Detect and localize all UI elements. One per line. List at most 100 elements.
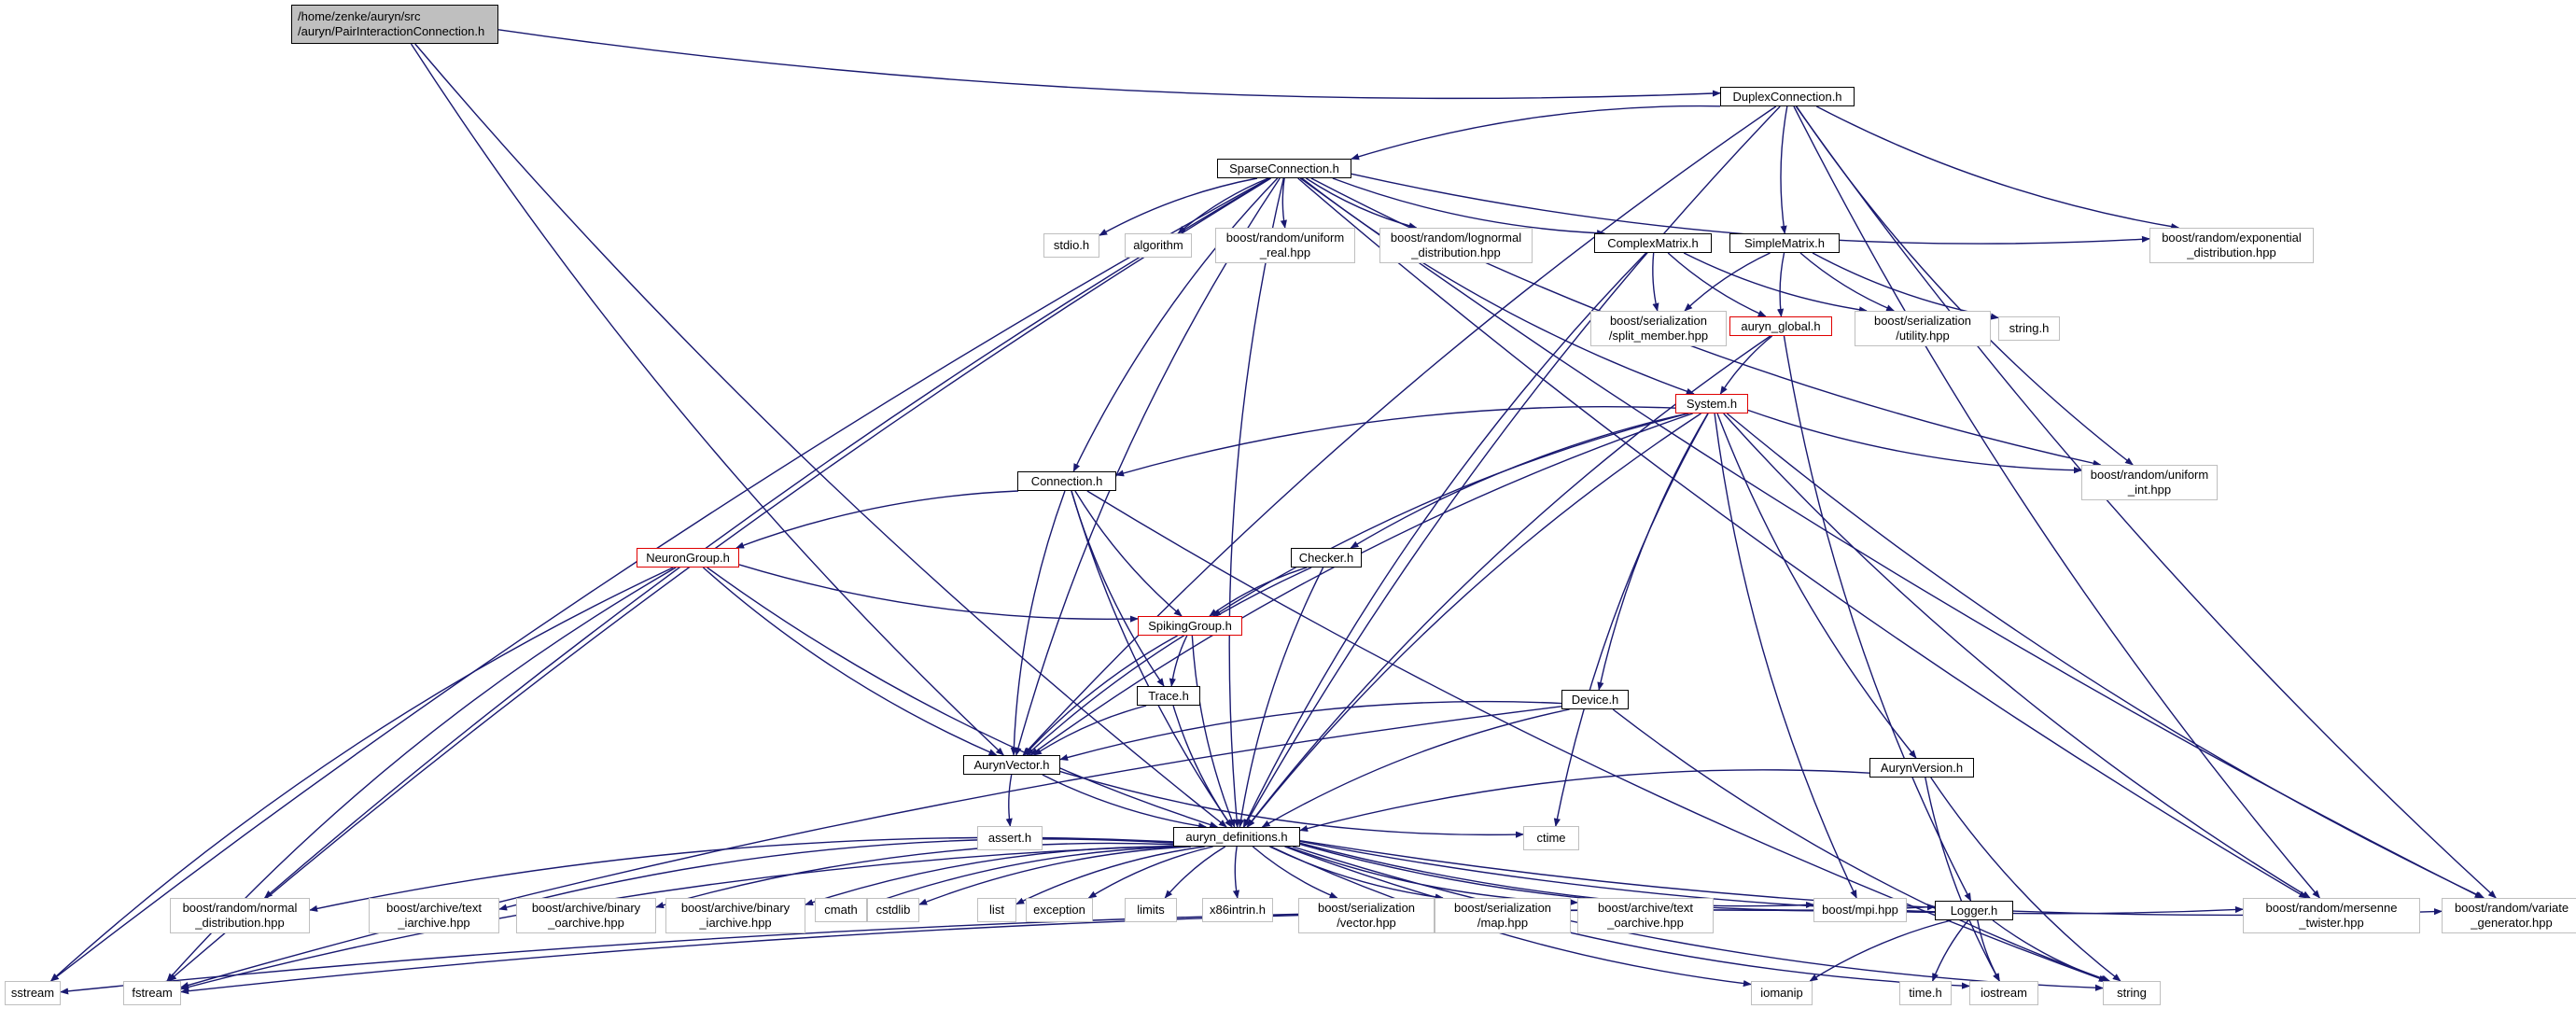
node-neurongroup[interactable]: NeuronGroup.h (637, 548, 739, 568)
edge-aurynvector-to-ctime (1059, 770, 1524, 838)
edge-sparse-to-system (1301, 177, 1695, 395)
edge-system-to-definitions (1246, 413, 1701, 828)
node-uniform-real: boost/random/uniform _real.hpp (1215, 228, 1355, 263)
node-checker[interactable]: Checker.h (1291, 548, 1362, 568)
node-iostream: iostream (1969, 981, 2038, 1005)
edge-spikinggroup-to-aurynvector (1023, 635, 1178, 756)
edge-definitions-to-text_iarchive (498, 838, 1174, 911)
edge-duplex-to-sparse (1351, 105, 1721, 161)
edge-duplex-to-variate (1795, 105, 2497, 899)
edge-definitions-to-iomanip (1270, 846, 1752, 988)
node-cstdlib: cstdlib (867, 898, 919, 922)
node-sstream: sstream (5, 981, 61, 1005)
edge-logger-to-iomanip (1809, 919, 1952, 982)
edge-sparse-to-normal (263, 177, 1271, 899)
node-root-pairinteractionconnection: /home/zenke/auryn/src /auryn/PairInterac… (291, 5, 498, 44)
edge-definitions-to-cmath (866, 846, 1184, 906)
edge-simplematrix-to-ser_utility (1799, 252, 1896, 312)
node-stdio: stdio.h (1043, 233, 1099, 258)
edge-root-to-definitions (414, 43, 1227, 828)
edge-checker-to-aurynvector (1026, 567, 1312, 756)
node-ctime: ctime (1523, 826, 1579, 850)
node-iomanip: iomanip (1751, 981, 1813, 1005)
edge-system-to-device (1597, 413, 1709, 691)
node-serialization-map: boost/serialization /map.hpp (1435, 898, 1571, 933)
edge-connection-to-spikinggroup (1074, 490, 1183, 617)
node-duplexconnection[interactable]: DuplexConnection.h (1720, 87, 1855, 106)
edge-system-to-aurynversion (1716, 413, 1917, 759)
edge-sparse-to-fstream (168, 177, 1271, 982)
edge-root-to-aurynvector (410, 43, 1004, 756)
node-lognormal: boost/random/lognormal _distribution.hpp (1379, 228, 1533, 263)
node-system[interactable]: System.h (1675, 394, 1748, 413)
edge-definitions-to-binary_oarchive (655, 842, 1174, 909)
node-complexmatrix[interactable]: ComplexMatrix.h (1594, 233, 1712, 253)
edge-neurongroup-to-spikinggroup (738, 564, 1139, 623)
edge-sparse-to-definitions (1228, 177, 1284, 828)
edge-definitions-to-limits (1164, 846, 1226, 899)
node-fstream: fstream (123, 981, 181, 1005)
node-connection[interactable]: Connection.h (1017, 471, 1116, 491)
edge-connection-to-string (1086, 490, 2107, 982)
edge-simplematrix-to-auryn_global (1776, 252, 1785, 317)
edge-device-to-string (1612, 708, 2111, 982)
node-trace[interactable]: Trace.h (1137, 686, 1200, 706)
edge-neurongroup-to-aurynvector (702, 567, 998, 756)
node-spikinggroup[interactable]: SpikingGroup.h (1138, 616, 1242, 636)
edge-trace-to-aurynvector (1033, 705, 1147, 756)
edge-system-to-spikinggroup (1211, 413, 1689, 617)
node-time-h: time.h (1899, 981, 1952, 1005)
node-variate-generator: boost/random/variate _generator.hpp (2442, 898, 2576, 933)
node-split-member: boost/serialization /split_member.hpp (1590, 311, 1727, 346)
node-auryn-definitions[interactable]: auryn_definitions.h (1173, 827, 1300, 847)
edge-device-to-fstream (180, 706, 1562, 988)
edge-sparse-to-lognormal (1306, 177, 1418, 230)
edge-connection-to-definitions (1071, 490, 1233, 828)
edge-definitions-to-cstdlib (918, 846, 1191, 905)
edge-logger-to-string (1992, 919, 2110, 982)
edge-device-to-aurynvector (1059, 700, 1562, 761)
edge-complexmatrix-to-auryn_global (1667, 252, 1767, 317)
edge-definitions-to-x86intrin (1232, 846, 1239, 899)
edge-definitions-to-list (1015, 846, 1205, 905)
edge-complexmatrix-to-ser_utility (1683, 252, 1868, 314)
edge-complexmatrix-to-definitions (1242, 252, 1647, 828)
edge-complexmatrix-to-split_member (1652, 252, 1659, 312)
node-binary-iarchive: boost/archive/binary _iarchive.hpp (665, 898, 805, 933)
edge-connection-to-aurynvector (1010, 490, 1066, 756)
edge-definitions-to-iostream (1284, 846, 1970, 989)
edge-system-to-variate (1726, 413, 2485, 899)
node-text-iarchive: boost/archive/text _iarchive.hpp (369, 898, 499, 933)
node-device[interactable]: Device.h (1561, 690, 1629, 709)
edge-sparse-to-complexmatrix (1332, 177, 1606, 237)
node-aurynversion[interactable]: AurynVersion.h (1869, 758, 1974, 778)
node-simplematrix[interactable]: SimpleMatrix.h (1729, 233, 1840, 253)
node-mpi: boost/mpi.hpp (1813, 898, 1907, 922)
edge-logger-to-iostream (1977, 919, 2000, 982)
node-list: list (977, 898, 1016, 922)
edge-sparse-to-sstream (50, 177, 1270, 982)
node-auryn-global[interactable]: auryn_global.h (1729, 316, 1832, 336)
edge-spikinggroup-to-definitions (1191, 635, 1236, 828)
node-string: string (2103, 981, 2161, 1005)
node-logger[interactable]: Logger.h (1935, 901, 2013, 920)
edge-neurongroup-to-sstream (49, 567, 674, 982)
edge-system-to-ctime (1553, 413, 1709, 827)
edge-duplex-to-exponential (1816, 105, 2180, 231)
edge-aurynvector-to-definitions (1042, 774, 1208, 830)
edge-definitions-to-ser_vector (1252, 846, 1338, 899)
edge-checker-to-spikinggroup (1209, 567, 1308, 617)
edge-duplex-to-aurynvector (1022, 105, 1777, 756)
node-assert: assert.h (977, 826, 1043, 850)
edge-sparse-to-algorithm (1177, 177, 1269, 234)
node-text-oarchive: boost/archive/text _oarchive.hpp (1577, 898, 1714, 933)
node-exception: exception (1026, 898, 1093, 922)
edge-sparse-to-uniform_real (1280, 177, 1287, 229)
node-aurynvector[interactable]: AurynVector.h (963, 755, 1060, 775)
edge-device-to-definitions (1261, 708, 1570, 828)
node-sparseconnection[interactable]: SparseConnection.h (1217, 159, 1351, 178)
edge-definitions-to-normal (309, 836, 1174, 912)
edge-duplex-to-simplematrix (1780, 105, 1788, 234)
edge-system-to-connection (1115, 405, 1676, 477)
